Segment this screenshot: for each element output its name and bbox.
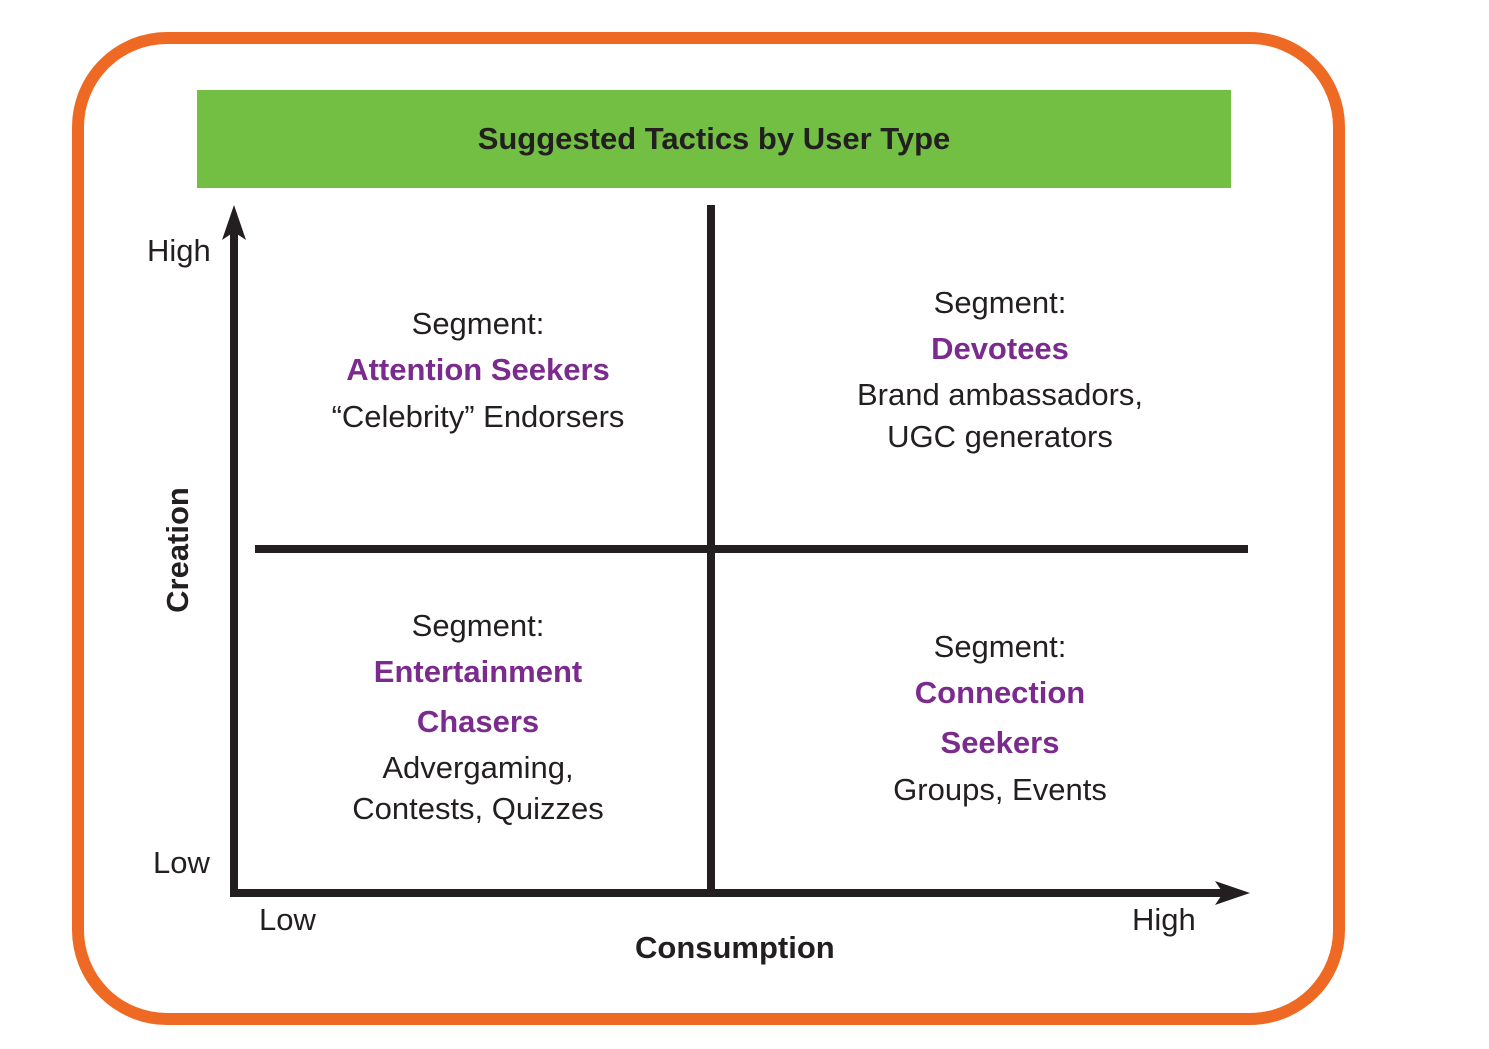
- segment-label: Segment:: [933, 629, 1067, 664]
- x-axis-title: Consumption: [635, 930, 835, 965]
- segment-tactics: Advergaming, Contests, Quizzes: [352, 749, 604, 827]
- y-axis-high-label: High: [147, 233, 211, 268]
- segment-name: Connection Seekers: [914, 675, 1086, 760]
- segment-tactics: Brand ambassadors, UGC generators: [856, 376, 1144, 454]
- segment-label: Segment:: [933, 285, 1067, 320]
- segment-label: Segment:: [411, 608, 545, 643]
- y-axis-low-label: Low: [153, 845, 210, 880]
- diagram-frame: [72, 32, 1345, 1025]
- diagram-title: Suggested Tactics by User Type: [197, 90, 1231, 188]
- x-axis: [230, 889, 1230, 897]
- x-axis-arrowhead: [1215, 881, 1250, 905]
- segment-label: Segment:: [411, 306, 545, 341]
- quadrant-devotees: Segment: Devotees Brand ambassadors, UGC…: [760, 281, 1240, 458]
- y-axis-title: Creation: [160, 487, 195, 613]
- y-axis-arrowhead: [222, 205, 246, 240]
- y-axis: [230, 225, 238, 897]
- quadrant-connection-seekers: Segment: Connection Seekers Groups, Even…: [760, 625, 1240, 811]
- x-axis-high-label: High: [1132, 902, 1196, 937]
- horizontal-divider: [255, 545, 1248, 553]
- x-axis-low-label: Low: [259, 902, 316, 937]
- segment-tactics: “Celebrity” Endorsers: [331, 398, 625, 434]
- segment-name: Devotees: [931, 331, 1069, 367]
- segment-name: Attention Seekers: [346, 352, 610, 388]
- segment-tactics: Groups, Events: [893, 771, 1107, 807]
- title-text: Suggested Tactics by User Type: [477, 121, 951, 156]
- quadrant-entertainment-chasers: Segment: Entertainment Chasers Advergami…: [238, 604, 718, 830]
- quadrant-attention-seekers: Segment: Attention Seekers “Celebrity” E…: [238, 302, 718, 438]
- segment-name: Entertainment Chasers: [373, 654, 583, 739]
